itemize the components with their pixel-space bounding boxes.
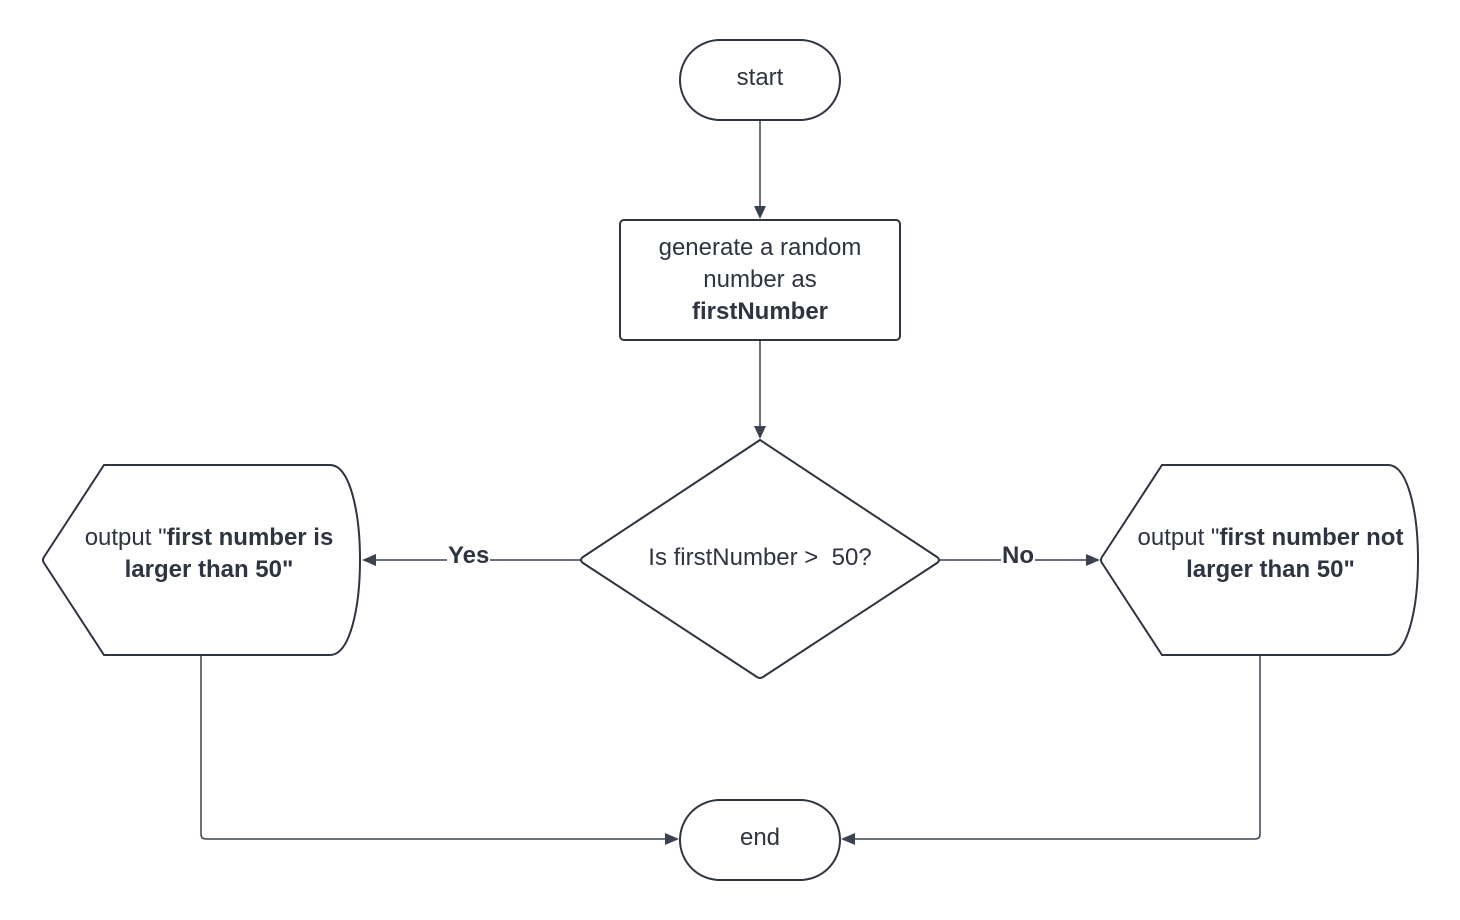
process-line-3-wrap: firstNumber xyxy=(659,296,862,328)
process-line-1: generate a random xyxy=(658,234,862,261)
end-terminator xyxy=(679,799,841,881)
process-line-3: firstNumber xyxy=(691,298,829,325)
arrowhead-end-right xyxy=(841,833,855,845)
yes-output-prefix: output " xyxy=(84,524,167,551)
end-label: end xyxy=(680,800,840,876)
process-box xyxy=(619,219,901,341)
arrowhead-yes-output xyxy=(362,554,376,566)
decision-diamond xyxy=(580,438,940,679)
yes-output-bold: first number is larger than 50" xyxy=(124,524,334,583)
start-text: start xyxy=(736,64,784,91)
start-label: start xyxy=(680,40,840,116)
connector-yes-to-end xyxy=(200,655,666,840)
no-output-text: output "first number not larger than 50" xyxy=(1128,522,1413,586)
end-text: end xyxy=(739,824,781,851)
yes-output-text: output "first number is larger than 50" xyxy=(64,522,354,586)
no-output-bold: first number not larger than 50" xyxy=(1186,524,1404,583)
arrowhead-end-left xyxy=(665,833,679,845)
arrowhead-process xyxy=(754,206,766,219)
yes-output-display-shape xyxy=(42,464,361,656)
arrowhead-decision xyxy=(754,426,766,439)
yes-output-label: output "first number is larger than 50" xyxy=(64,520,354,588)
no-output-display-shape xyxy=(1100,464,1419,656)
process-text: generate a random number as firstNumber xyxy=(659,232,862,328)
edge-label-no: No xyxy=(1001,542,1035,570)
decision-text: Is firstNumber > 50? xyxy=(648,544,872,571)
no-output-label: output "first number not larger than 50" xyxy=(1128,520,1413,588)
connector-no-to-end xyxy=(854,655,1261,840)
arrowhead-no-output xyxy=(1086,554,1100,566)
decision-label: Is firstNumber > 50? xyxy=(600,530,920,586)
process-label: generate a random number as firstNumber xyxy=(620,220,900,340)
no-output-prefix: output " xyxy=(1137,524,1220,551)
edge-label-yes: Yes xyxy=(447,542,491,570)
process-line-2: number as xyxy=(703,266,817,293)
start-terminator xyxy=(679,39,841,121)
